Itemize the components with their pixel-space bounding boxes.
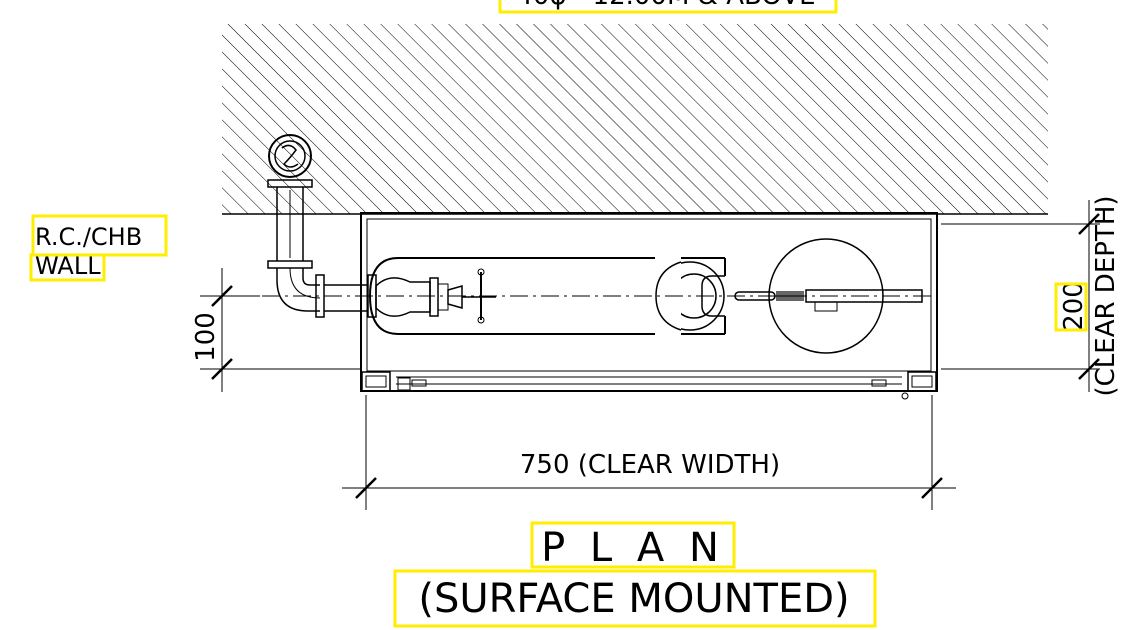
plan-subtitle: (SURFACE MOUNTED) <box>418 576 849 622</box>
top-note: 40φ - 12.00M & ABOVE <box>516 0 815 11</box>
plan-title: P L A N <box>541 525 725 571</box>
dimension-100 <box>200 268 362 392</box>
wall-label-line2: WALL <box>35 252 101 280</box>
dimension-750 <box>342 395 956 510</box>
plan-title-highlight <box>530 521 736 569</box>
top-note-highlight <box>498 0 838 14</box>
plan-subtitle-highlight <box>393 569 877 628</box>
dimension-100-label: 100 <box>191 312 221 362</box>
dimension-750-label: 750 (CLEAR WIDTH) <box>520 450 780 480</box>
dimension-200-highlight <box>1054 282 1088 332</box>
dimension-200 <box>941 200 1100 392</box>
wall-label-line1: R.C./CHB <box>35 223 142 251</box>
wall-hatch <box>222 24 1048 214</box>
dimension-200-label: 200 <box>1059 281 1089 331</box>
cabinet <box>360 212 938 400</box>
clear-depth-label: (CLEAR DEPTH) <box>1091 195 1121 396</box>
wall-label-line2-highlight <box>29 253 106 282</box>
